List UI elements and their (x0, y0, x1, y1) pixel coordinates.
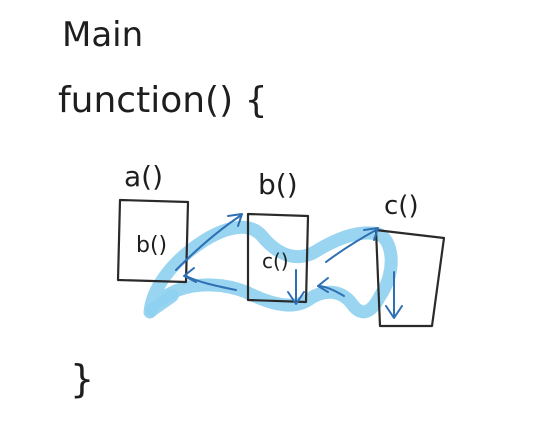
box-inner-call-b: c() (262, 249, 289, 273)
return-arrow-b-to-a (185, 275, 237, 291)
call-arrow-a-to-b-head (227, 213, 243, 227)
exec-arrow-in-c-head (385, 305, 403, 319)
heading-main: Main (62, 15, 143, 55)
function-box-b (246, 212, 310, 304)
call-arrow-b-to-c (325, 229, 377, 263)
box-inner-call-a: b() (136, 233, 167, 258)
box-label-a: a() (124, 160, 163, 193)
call-arrow-b-to-c-head (363, 227, 379, 241)
call-arrow-a-to-b (175, 215, 241, 271)
function-declaration: function() { (58, 80, 268, 121)
highlight-tail (145, 289, 179, 317)
return-arrow-b-to-a-head (183, 267, 197, 283)
box-label-b: b() (258, 168, 298, 201)
highlight-stroke (143, 220, 398, 319)
return-arrow-c-to-b-head (317, 277, 329, 293)
box-label-c: c() (384, 191, 419, 221)
function-box-a (116, 198, 190, 284)
function-box-c (374, 228, 446, 328)
function-close-brace: } (70, 357, 94, 401)
exec-arrow-in-b-head (287, 291, 305, 305)
